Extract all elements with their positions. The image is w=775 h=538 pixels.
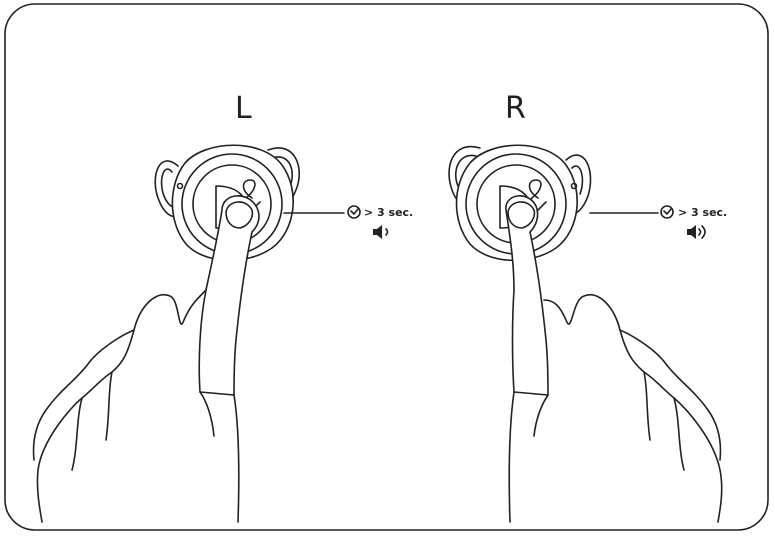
left-hand-knuckle — [32, 329, 135, 461]
right-hand-crease — [643, 371, 651, 441]
left-duration-label: > 3 sec. — [364, 206, 414, 219]
left-earbud-mic — [176, 182, 184, 190]
right-hand-knuckle — [619, 329, 722, 461]
right-earbud-wing — [571, 165, 584, 195]
volume-down-icon — [373, 225, 389, 239]
left-hand-outline — [36, 289, 207, 523]
right-finger — [505, 195, 549, 396]
right-pressing-hand — [505, 195, 723, 523]
left-hand-crease — [71, 397, 83, 471]
left-hand-crease — [105, 371, 113, 441]
right-fingernail — [507, 201, 536, 229]
left-side-label: L — [235, 91, 252, 126]
volume-up-icon — [687, 225, 706, 239]
right-duration-label: > 3 sec. — [678, 206, 728, 219]
right-earbud-mic — [570, 182, 578, 190]
left-hand-palm — [199, 391, 215, 437]
left-pressing-hand — [32, 195, 260, 523]
left-fingernail — [225, 201, 254, 229]
right-side-label: R — [505, 91, 526, 126]
left-hand-palm — [233, 394, 240, 523]
clock-icon — [660, 205, 674, 219]
right-hand-outline — [543, 293, 723, 523]
right-hand-palm — [508, 391, 515, 523]
clock-icon — [347, 205, 361, 219]
right-earbud-wing-left — [454, 154, 477, 187]
right-hand-palm — [533, 394, 549, 437]
right-hand-crease — [673, 397, 685, 471]
diagram-frame — [4, 3, 769, 531]
